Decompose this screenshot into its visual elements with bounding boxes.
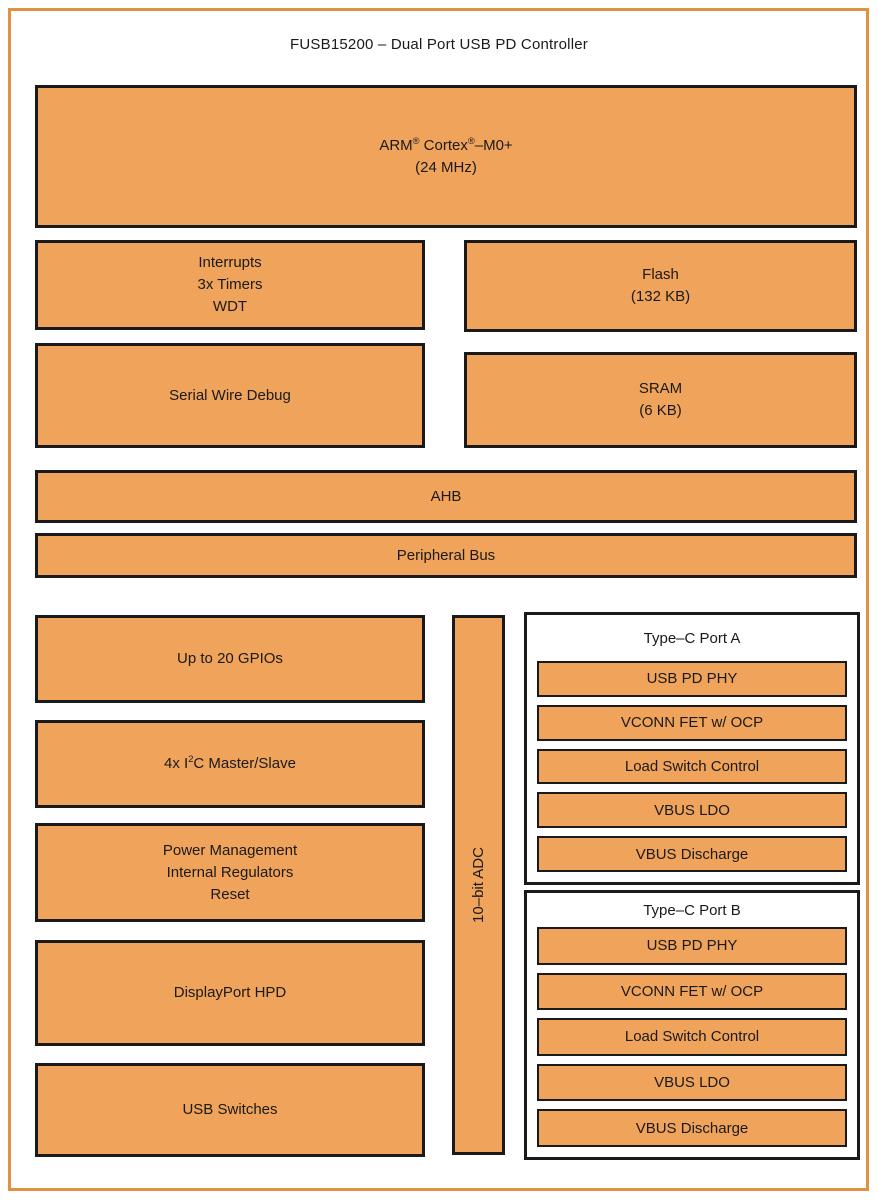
text-line: Up to 20 GPIOs xyxy=(177,650,283,667)
port-module-load-switch: Load Switch Control xyxy=(537,1018,847,1056)
text-line: USB Switches xyxy=(182,1101,278,1118)
cpu-frequency-line: (24 MHz) xyxy=(415,158,477,176)
block-interrupts-timers-wdt: Interrupts 3x Timers WDT xyxy=(35,240,425,330)
diagram-title: FUSB15200 – Dual Port USB PD Controller xyxy=(290,36,588,53)
port-module-vbus-discharge: VBUS Discharge xyxy=(537,836,847,872)
text-line: 4x I2C Master/Slave xyxy=(164,754,296,772)
block-usb-switches: USB Switches xyxy=(35,1063,425,1157)
port-a-title: Type–C Port A xyxy=(643,629,741,647)
text-line: (6 KB) xyxy=(639,402,682,419)
port-module-usb-pd-phy: USB PD PHY xyxy=(537,661,847,697)
port-module-vconn-fet: VCONN FET w/ OCP xyxy=(537,972,847,1011)
text-line: SRAM xyxy=(638,380,683,397)
block-ahb-bus: AHB xyxy=(35,470,857,523)
block-flash: Flash (132 KB) xyxy=(464,240,857,332)
block-power-management: Power Management Internal Regulators Res… xyxy=(35,823,425,922)
port-module-load-switch: Load Switch Control xyxy=(537,748,847,785)
text-line: Internal Regulators xyxy=(166,863,294,881)
block-displayport-hpd: DisplayPort HPD xyxy=(35,940,425,1046)
block-serial-wire-debug: Serial Wire Debug xyxy=(35,343,425,448)
text-line: Flash xyxy=(642,266,679,283)
text-line: Peripheral Bus xyxy=(396,546,496,564)
text-line: Serial Wire Debug xyxy=(169,386,291,404)
port-module-vbus-ldo: VBUS LDO xyxy=(537,1063,847,1102)
text-line: (132 KB) xyxy=(630,288,691,305)
port-module-vbus-ldo: VBUS LDO xyxy=(537,792,847,829)
port-a-panel: Type–C Port A USB PD PHY VCONN FET w/ OC… xyxy=(524,612,860,885)
text-line: AHB xyxy=(430,487,462,505)
superscript-2: 2 xyxy=(188,754,194,764)
text-line: Interrupts xyxy=(198,254,262,271)
text-line: Reset xyxy=(210,885,250,903)
block-i2c: 4x I2C Master/Slave xyxy=(35,720,425,808)
registered-mark: ® xyxy=(412,135,420,146)
text-line: 3x Timers xyxy=(197,276,263,293)
block-sram: SRAM (6 KB) xyxy=(464,352,857,448)
text-line: Power Management xyxy=(162,841,298,859)
port-module-usb-pd-phy: USB PD PHY xyxy=(537,927,847,965)
block-cpu: ARM® Cortex®–M0+ (24 MHz) xyxy=(35,85,857,228)
block-10bit-adc: 10–bit ADC xyxy=(452,615,505,1155)
cpu-name-line: ARM® Cortex®–M0+ xyxy=(379,135,513,154)
block-peripheral-bus: Peripheral Bus xyxy=(35,533,857,578)
port-b-title: Type–C Port B xyxy=(643,901,741,919)
adc-vertical-label: 10–bit ADC xyxy=(469,847,487,923)
block-gpio: Up to 20 GPIOs xyxy=(35,615,425,703)
text-line: WDT xyxy=(212,298,248,315)
port-module-vconn-fet: VCONN FET w/ OCP xyxy=(537,704,847,741)
registered-mark: ® xyxy=(467,135,475,146)
port-a-body: USB PD PHY VCONN FET w/ OCP Load Switch … xyxy=(527,661,857,882)
port-b-body: USB PD PHY VCONN FET w/ OCP Load Switch … xyxy=(527,927,857,1157)
text-line: DisplayPort HPD xyxy=(173,984,287,1001)
port-module-vbus-discharge: VBUS Discharge xyxy=(537,1109,847,1147)
port-b-panel: Type–C Port B USB PD PHY VCONN FET w/ OC… xyxy=(524,890,860,1160)
